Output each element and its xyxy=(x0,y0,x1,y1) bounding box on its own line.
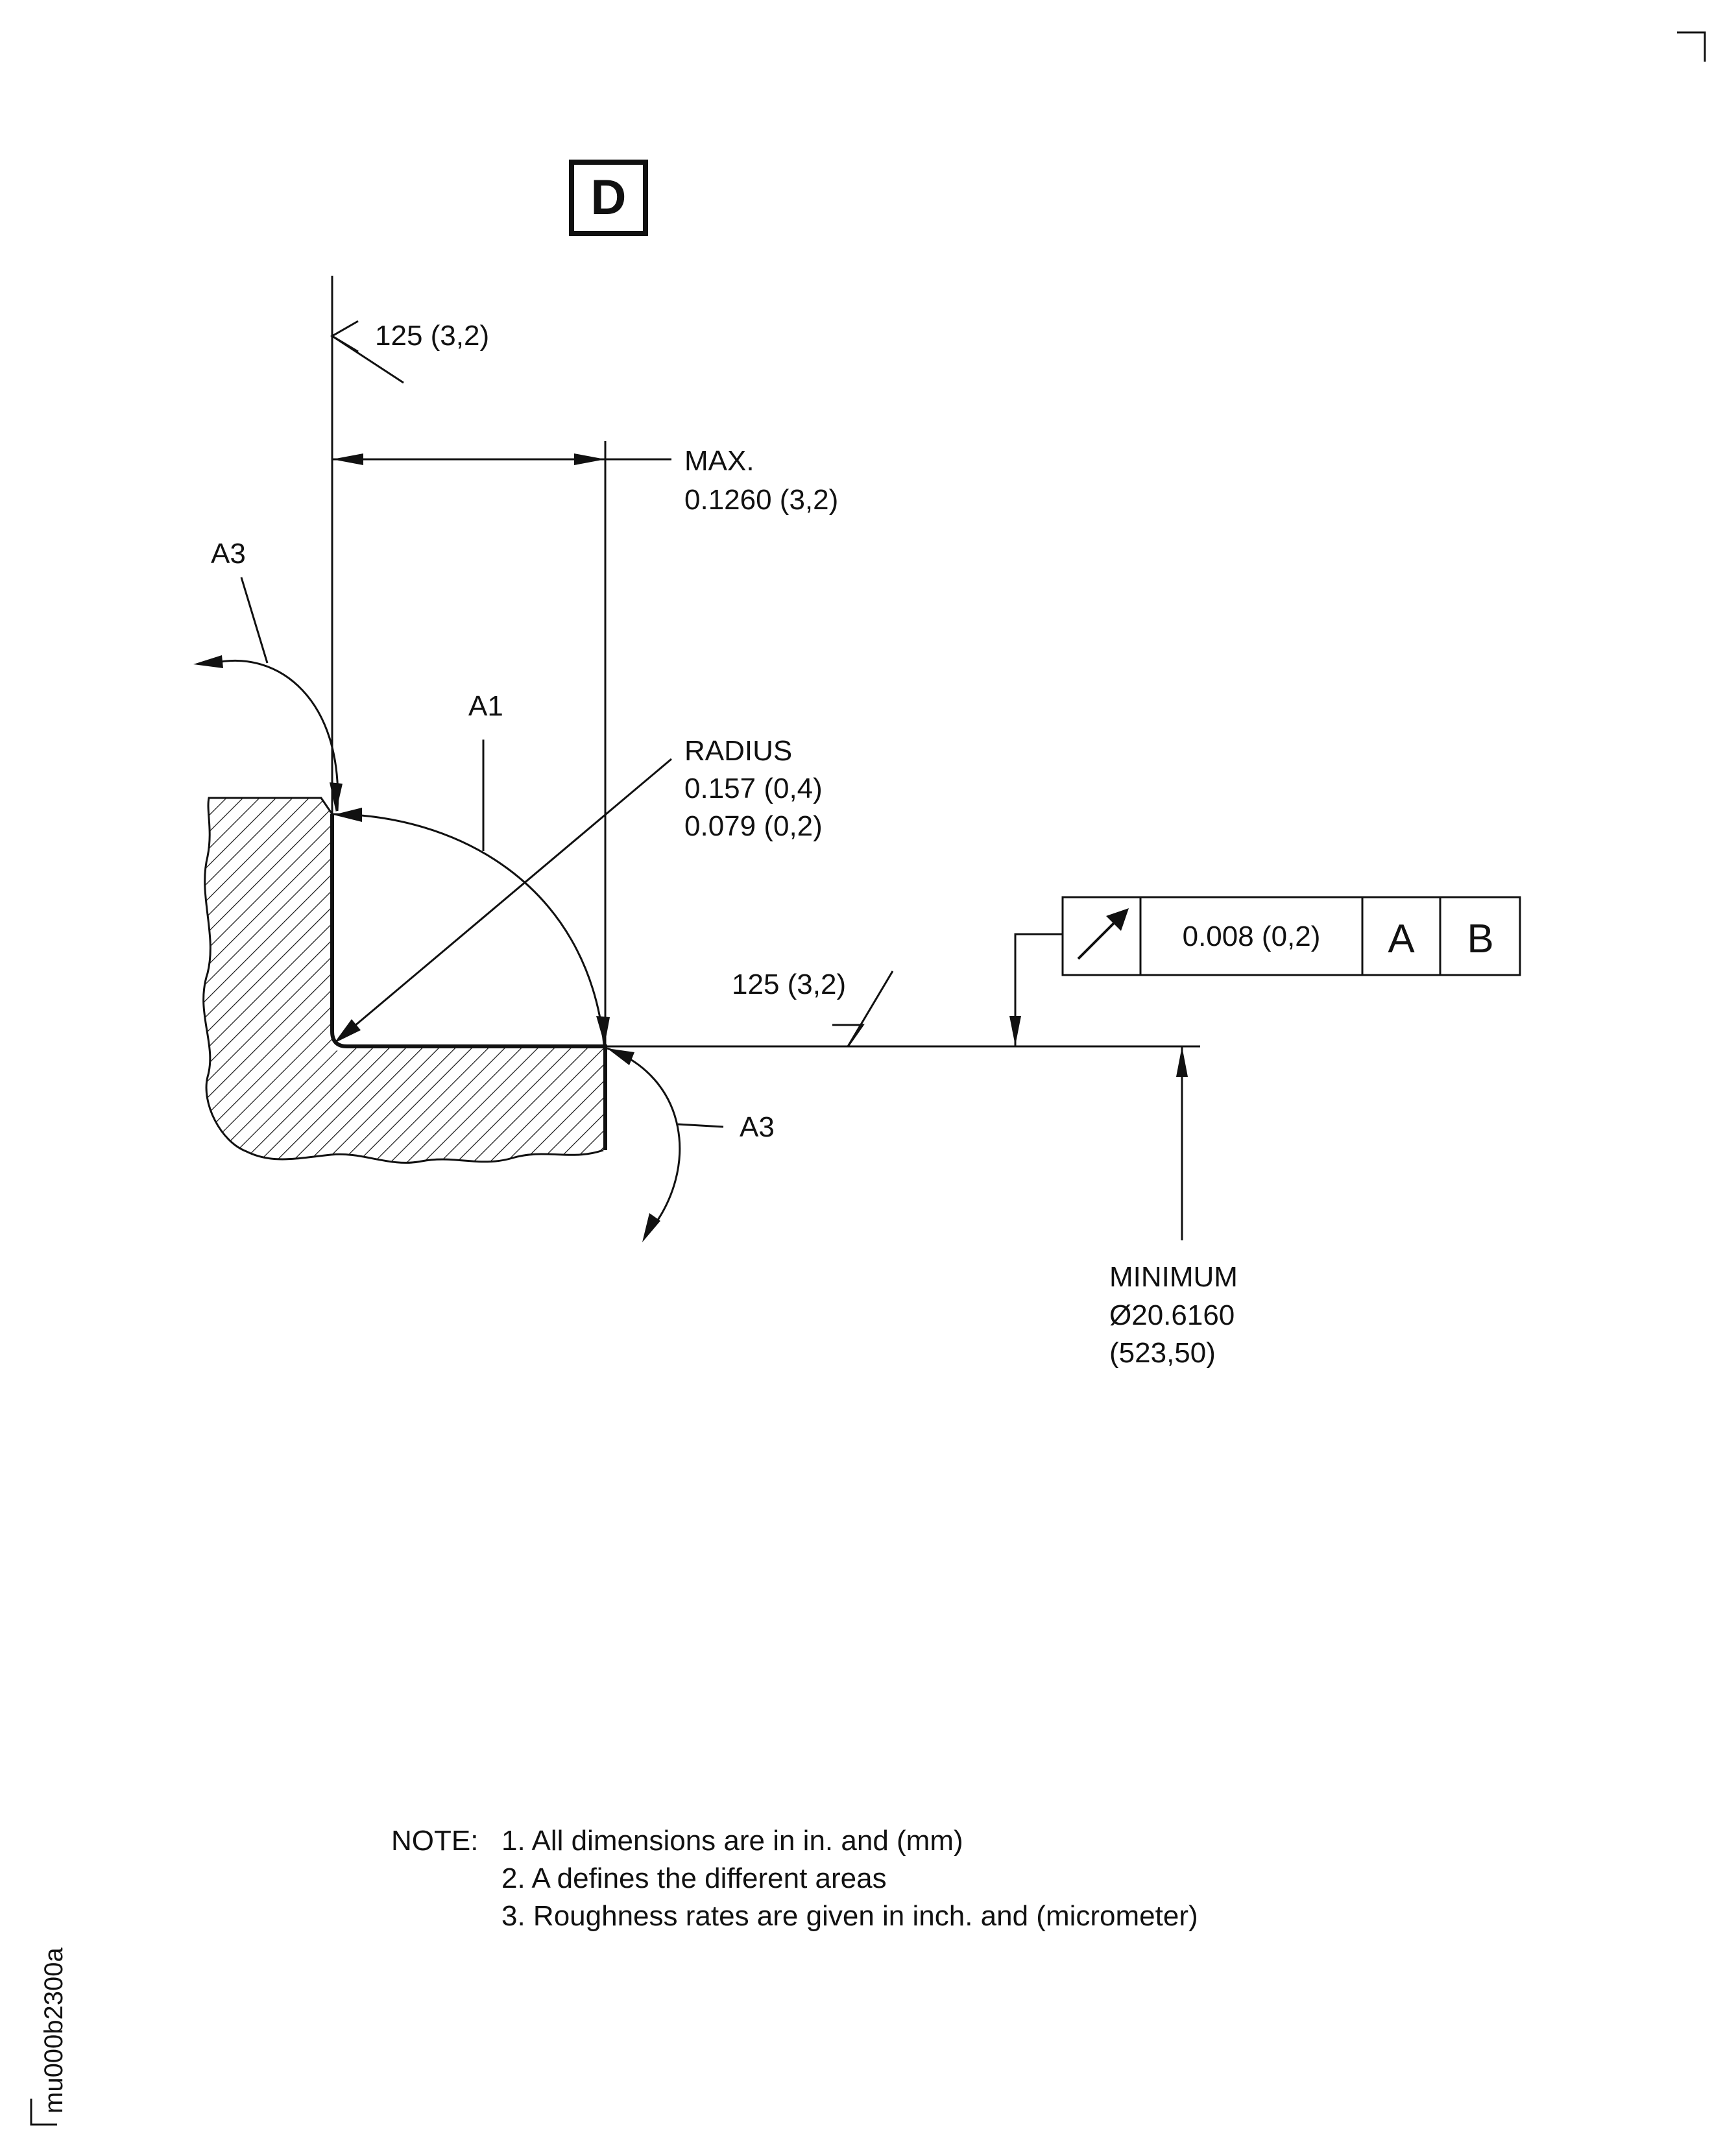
view-label-box: D xyxy=(569,160,648,236)
area-a3-top-arrow-start xyxy=(330,782,343,812)
radius-arrow xyxy=(334,1019,361,1043)
area-a3-bottom-arc xyxy=(607,1047,681,1233)
diameter-dim-line1: MINIMUM xyxy=(1109,1261,1238,1293)
note-item-1: 1. All dimensions are in in. and (mm) xyxy=(501,1825,963,1857)
note-item-3: 3. Roughness rates are given in inch. an… xyxy=(501,1900,1198,1932)
notes-prefix: NOTE: xyxy=(391,1825,478,1857)
area-a3-top-label: A3 xyxy=(211,538,246,570)
control-frame-leader xyxy=(1014,933,1063,1046)
width-dim-line1: MAX. xyxy=(684,445,754,477)
width-arrow-left xyxy=(332,453,363,465)
area-a1-arrow-start xyxy=(333,808,362,822)
radius-dim-line3: 0.079 (0,2) xyxy=(684,810,823,842)
area-a3-top-leader xyxy=(240,577,269,664)
part-section-hatch xyxy=(203,798,603,1163)
control-frame-datum-a: A xyxy=(1388,917,1415,961)
sheet-corner-mark xyxy=(1677,31,1706,62)
diameter-dim-line2: Ø20.6160 xyxy=(1109,1299,1235,1331)
control-frame-datum-b: B xyxy=(1467,917,1493,961)
figure-id: mu000b2300a xyxy=(40,1947,68,2114)
roughness-horizontal-label: 125 (3,2) xyxy=(732,969,846,1000)
radius-dim-line1: RADIUS xyxy=(684,735,792,767)
control-frame-leader-arrow xyxy=(1009,1016,1021,1046)
control-frame-tolerance: 0.008 (0,2) xyxy=(1183,921,1321,952)
width-arrow-right xyxy=(574,453,605,465)
area-a3-top-arrow-end xyxy=(193,655,223,668)
area-a1-arc xyxy=(332,813,605,1045)
area-a1-arrow-end xyxy=(596,1016,610,1045)
area-a3-bottom-arrow-end xyxy=(642,1213,660,1242)
roughness-symbol-vertical xyxy=(330,320,404,384)
runout-symbol-icon xyxy=(1077,908,1129,960)
area-a3-top-arc xyxy=(213,659,339,812)
feature-control-frame xyxy=(1061,896,1521,976)
note-item-2: 2. A defines the different areas xyxy=(501,1862,887,1894)
roughness-symbol-horizontal xyxy=(832,970,894,1047)
width-dim-line2: 0.1260 (3,2) xyxy=(684,484,838,516)
area-a3-bottom-leader xyxy=(677,1123,724,1128)
radius-dim-line2: 0.157 (0,4) xyxy=(684,773,823,804)
area-a1-label: A1 xyxy=(468,690,503,722)
machined-corner-profile xyxy=(330,814,607,1150)
diameter-dim-line3: (523,50) xyxy=(1109,1337,1216,1369)
radius-leader-line xyxy=(333,758,672,1044)
roughness-vertical-label: 125 (3,2) xyxy=(375,320,489,352)
area-a3-bottom-arrow-start xyxy=(607,1048,634,1065)
view-label-text: D xyxy=(591,170,627,225)
area-a3-bottom-label: A3 xyxy=(740,1111,775,1143)
figure-id-bracket xyxy=(30,2099,57,2126)
part-outline-edge xyxy=(202,797,604,1164)
diameter-leader-arrow xyxy=(1176,1046,1188,1077)
